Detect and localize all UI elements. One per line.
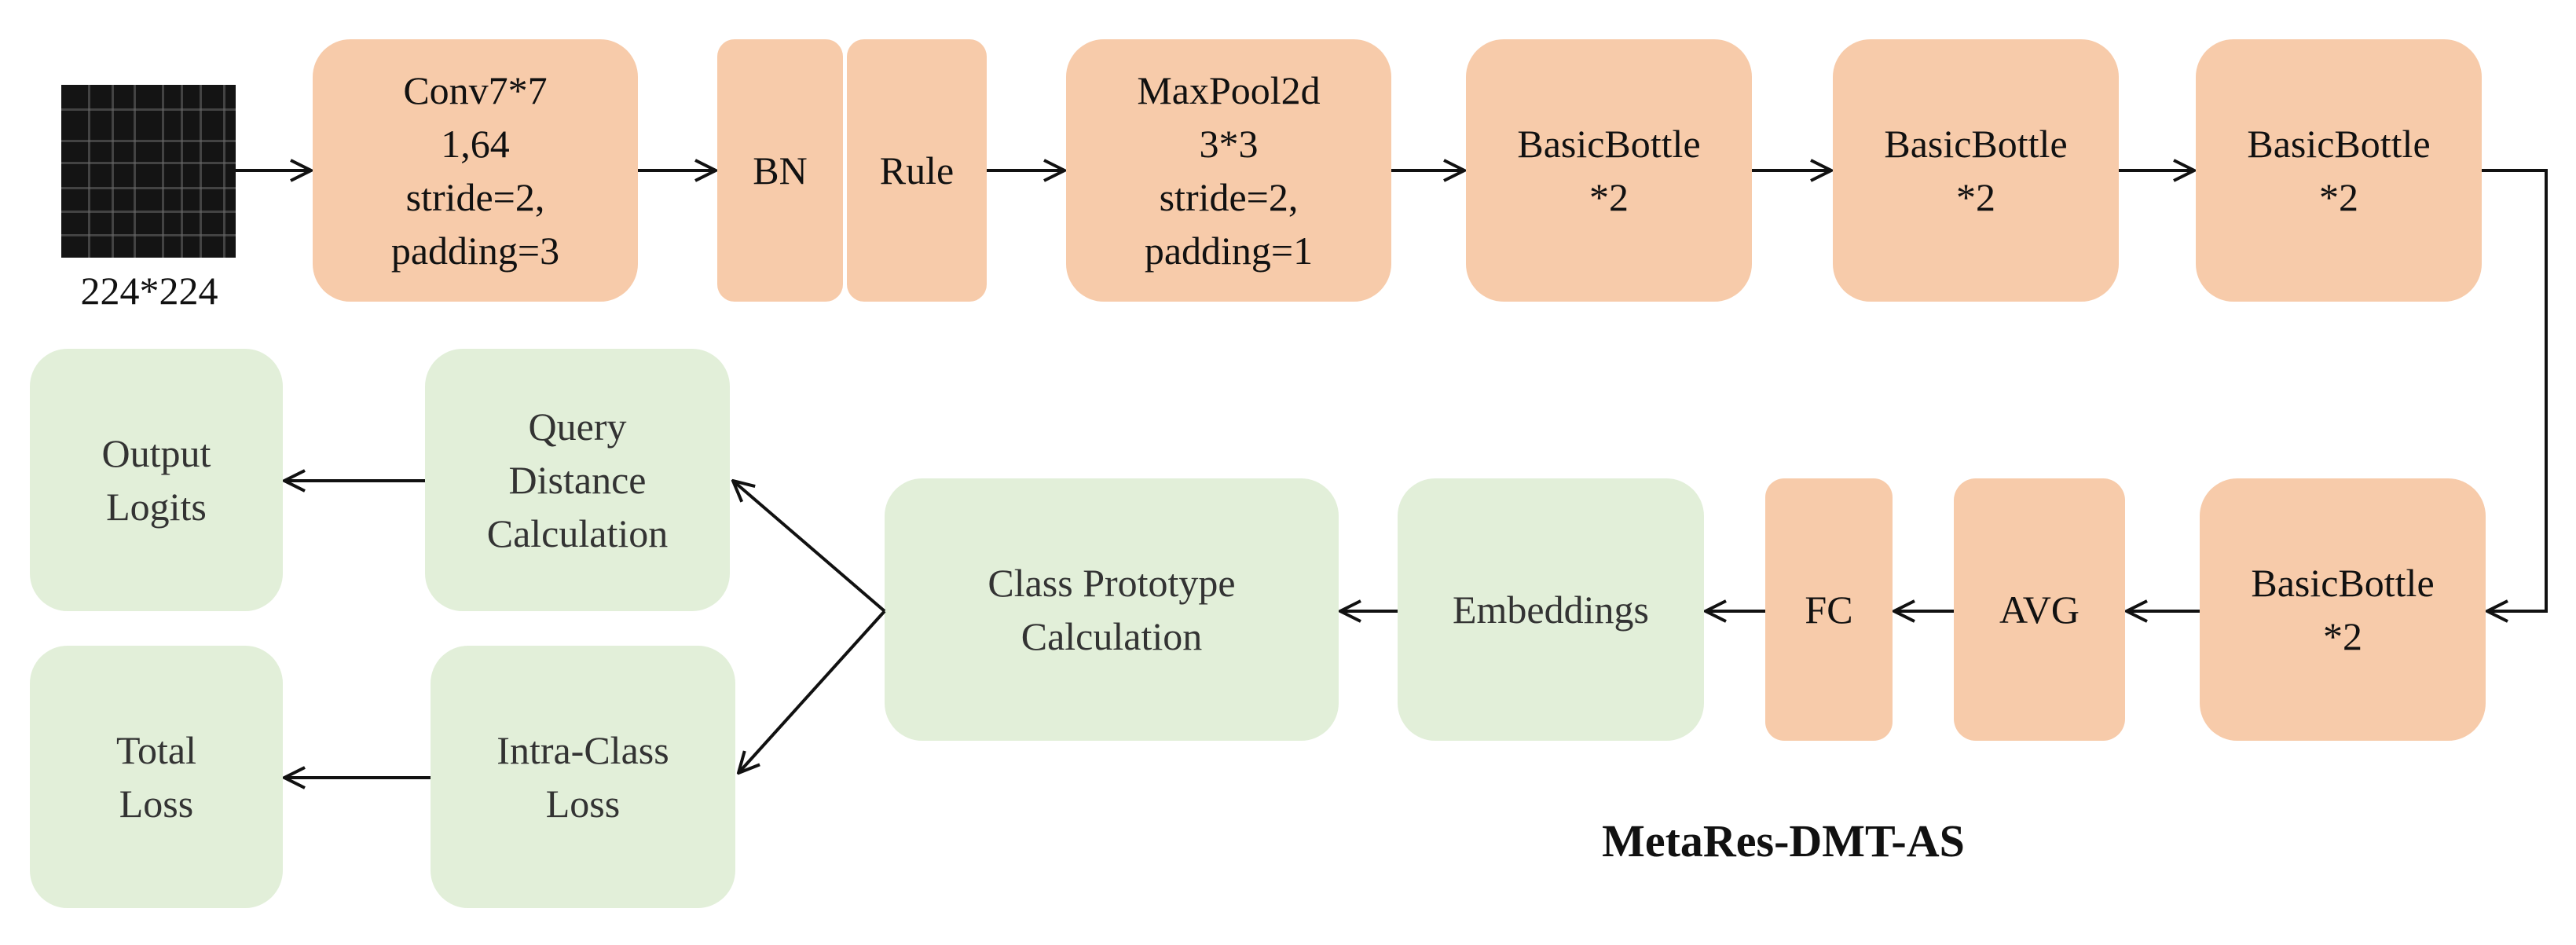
class-prototype-block: Class Prototype Calculation	[885, 478, 1339, 741]
conv-block-label: Conv7*7 1,64 stride=2, padding=3	[390, 68, 560, 273]
avg-block-label: AVG	[1999, 588, 2079, 632]
total-loss-block-label: Total Loss	[115, 728, 197, 826]
embeddings-block-label: Embeddings	[1453, 588, 1649, 632]
avg-block: AVG	[1954, 478, 2125, 741]
rule-block-label: Rule	[879, 148, 955, 192]
output-logits-block: Output Logits	[30, 349, 283, 611]
basic-bottle-block-1-label: BasicBottle *2	[1517, 122, 1701, 219]
fc-block-label: FC	[1805, 588, 1853, 632]
basic-bottle-block-4-label: BasicBottle *2	[2251, 561, 2435, 658]
maxpool-block-label: MaxPool2d 3*3 stride=2, padding=1	[1137, 68, 1321, 273]
thumbnail-grid-line	[88, 85, 90, 258]
thumbnail-grid-line	[61, 140, 236, 142]
basic-bottle-block-2: BasicBottle *2	[1833, 39, 2119, 302]
bn-block: BN	[717, 39, 843, 302]
embeddings-block: Embeddings	[1398, 478, 1704, 741]
thumbnail-grid-line	[200, 85, 202, 258]
intra-class-loss-block-label: Intra-Class Loss	[497, 728, 669, 826]
arrow-prototype-to-query-distance	[733, 481, 886, 613]
arrow-bottle3-to-bottle4	[2482, 169, 2548, 611]
thumbnail-grid-line	[61, 187, 236, 189]
basic-bottle-block-1: BasicBottle *2	[1466, 39, 1752, 302]
thumbnail-grid-line	[61, 234, 236, 236]
thumbnail-grid-line	[61, 162, 236, 164]
thumbnail-grid-line	[181, 85, 183, 258]
basic-bottle-block-2-label: BasicBottle *2	[1884, 122, 2068, 219]
thumbnail-grid-line	[162, 85, 164, 258]
input-image-thumbnail	[61, 85, 236, 258]
thumbnail-grid-line	[61, 108, 236, 111]
query-distance-block-label: Query Distance Calculation	[486, 405, 669, 555]
thumbnail-grid-line	[61, 211, 236, 213]
thumbnail-grid-line	[134, 85, 136, 258]
thumbnail-grid-line	[112, 85, 114, 258]
class-prototype-block-label: Class Prototype Calculation	[988, 561, 1236, 658]
output-logits-block-label: Output Logits	[101, 431, 211, 529]
bn-block-label: BN	[753, 148, 808, 192]
query-distance-block: Query Distance Calculation	[425, 349, 730, 611]
arrow-prototype-to-intra-class-loss	[738, 610, 886, 773]
thumbnail-grid-line	[223, 85, 225, 258]
model-name-caption: MetaRes-DMT-AS	[1602, 815, 1965, 866]
total-loss-block: Total Loss	[30, 646, 283, 908]
conv-block: Conv7*7 1,64 stride=2, padding=3	[313, 39, 638, 302]
intra-class-loss-block: Intra-Class Loss	[431, 646, 735, 908]
fc-block: FC	[1765, 478, 1893, 741]
basic-bottle-block-3: BasicBottle *2	[2196, 39, 2482, 302]
input-size-label: 224*224	[80, 269, 218, 313]
basic-bottle-block-4: BasicBottle *2	[2200, 478, 2486, 741]
maxpool-block: MaxPool2d 3*3 stride=2, padding=1	[1066, 39, 1391, 302]
basic-bottle-block-3-label: BasicBottle *2	[2247, 122, 2431, 219]
rule-block: Rule	[847, 39, 987, 302]
